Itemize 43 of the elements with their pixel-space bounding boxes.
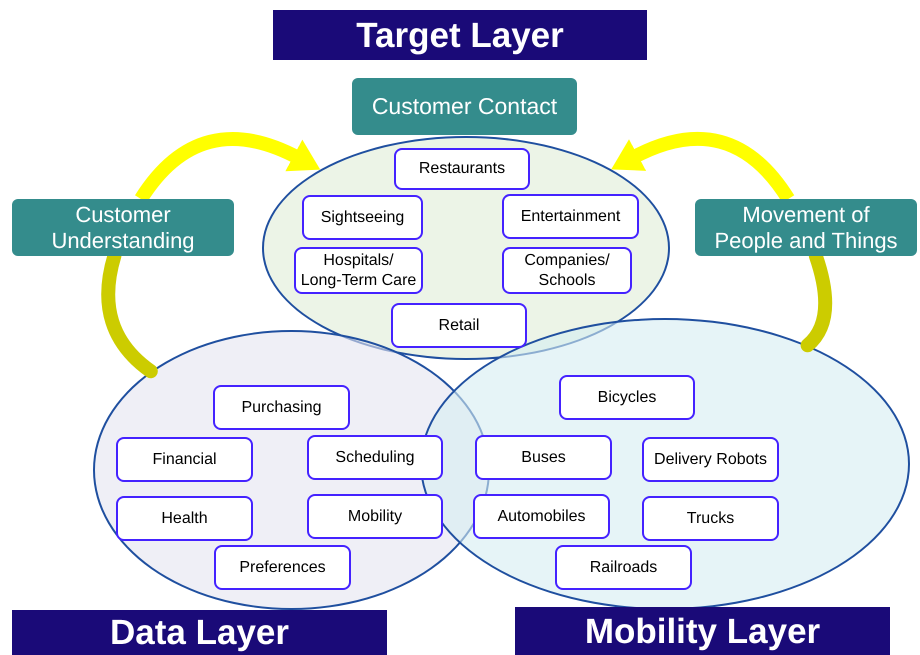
node-text: Customer Understanding [50, 202, 196, 254]
title-bar [515, 607, 890, 655]
label-box [12, 199, 234, 256]
node-text: Financial [152, 450, 217, 470]
item-box [116, 437, 253, 482]
item-box [642, 437, 779, 482]
node-text: Retail [438, 316, 480, 336]
title-bar [273, 10, 647, 60]
heading-box [352, 78, 577, 135]
node-text: Customer Contact [372, 92, 558, 121]
item-box [213, 385, 350, 430]
node-text: Automobiles [497, 506, 586, 526]
node-text: Delivery Robots [654, 450, 767, 470]
item-box [394, 148, 530, 190]
node-text: Restaurants [418, 159, 506, 179]
node-text: Railroads [590, 558, 658, 578]
item-box [116, 496, 253, 541]
node-text: Scheduling [335, 448, 415, 468]
node-text: Trucks [686, 508, 734, 528]
item-box [555, 545, 692, 590]
title-bar [12, 610, 387, 655]
node-text: Bicycles [598, 388, 656, 408]
item-box [302, 195, 423, 240]
item-box [642, 496, 779, 541]
item-box [502, 247, 632, 294]
item-box [294, 247, 423, 294]
node-text: Purchasing [241, 398, 322, 418]
item-box [502, 194, 639, 239]
node-text: Movement of People and Things [713, 202, 899, 254]
node-text: Companies/ Schools [523, 250, 611, 290]
item-box [214, 545, 351, 590]
node-text: Buses [521, 448, 566, 468]
node-text: Sightseeing [320, 208, 404, 228]
label-box [695, 199, 917, 256]
node-text: Preferences [239, 558, 326, 578]
node-text: Hospitals/ Long-Term Care [300, 250, 418, 290]
node-text: Target Layer [356, 18, 564, 52]
node-text: Data Layer [110, 615, 289, 650]
node-text: Mobility [348, 506, 402, 526]
node-text: Health [161, 508, 208, 528]
node-text: Mobility Layer [584, 614, 820, 648]
node-text: Entertainment [520, 206, 620, 226]
item-box [559, 375, 695, 420]
